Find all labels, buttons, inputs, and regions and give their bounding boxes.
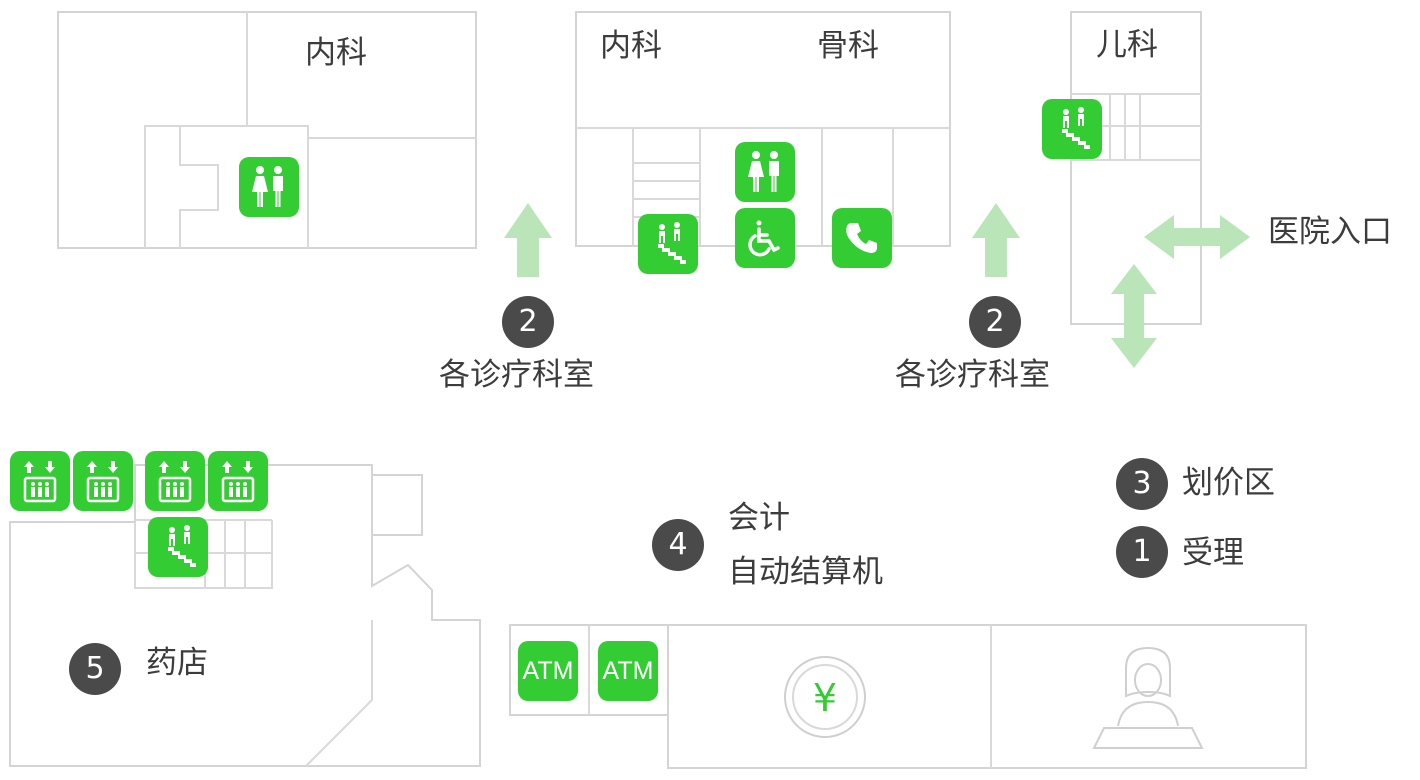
yen-icon: ¥: [792, 664, 858, 730]
label-departments-left: 各诊疗科室: [439, 357, 594, 393]
arrow-horizontal: [1144, 215, 1250, 259]
room-label-orthopedics: 骨科: [817, 28, 879, 64]
pharmacy-block: [9, 464, 481, 767]
label-pharmacy: 药店: [146, 645, 208, 681]
label-departments-right: 各诊疗科室: [895, 357, 1050, 393]
elevator-icon[interactable]: [10, 451, 70, 511]
restroom-icon[interactable]: [239, 157, 299, 217]
elevator-icon[interactable]: [145, 451, 205, 511]
label-accounting: 会计: [728, 500, 790, 536]
phone-icon[interactable]: [832, 208, 892, 268]
marker-5[interactable]: 5: [69, 643, 121, 695]
receptionist-icon: [1092, 646, 1204, 749]
label-pricing: 划价区: [1182, 465, 1275, 501]
marker-3[interactable]: 3: [1116, 458, 1168, 510]
direction-arrows: [504, 203, 1250, 368]
marker-1[interactable]: 1: [1116, 526, 1168, 578]
atm-icon[interactable]: ATM: [598, 641, 658, 701]
marker-2-left[interactable]: 2: [502, 296, 554, 348]
atm-icon[interactable]: ATM: [518, 641, 578, 701]
marker-4[interactable]: 4: [652, 519, 704, 571]
room-label-internal-left: 内科: [305, 35, 367, 71]
label-reception: 受理: [1182, 535, 1244, 571]
stairs-icon[interactable]: [1042, 99, 1102, 159]
label-auto-payment: 自动结算机: [728, 554, 883, 590]
stairs-icon[interactable]: [638, 214, 698, 274]
arrow-up-left: [504, 203, 552, 277]
elevator-icon[interactable]: [73, 451, 133, 511]
arrow-vertical: [1111, 264, 1157, 368]
arrow-up-right: [972, 203, 1020, 277]
restroom-icon[interactable]: [735, 142, 795, 202]
marker-2-right[interactable]: 2: [969, 296, 1021, 348]
room-label-internal-center: 内科: [600, 28, 662, 64]
wheelchair-icon[interactable]: [735, 208, 795, 268]
stairs-icon[interactable]: [148, 517, 208, 577]
elevator-icon[interactable]: [208, 451, 268, 511]
room-label-pediatrics: 儿科: [1096, 27, 1158, 63]
entrance-label: 医院入口: [1268, 214, 1392, 250]
auto-payment-machine[interactable]: ¥: [784, 656, 866, 738]
